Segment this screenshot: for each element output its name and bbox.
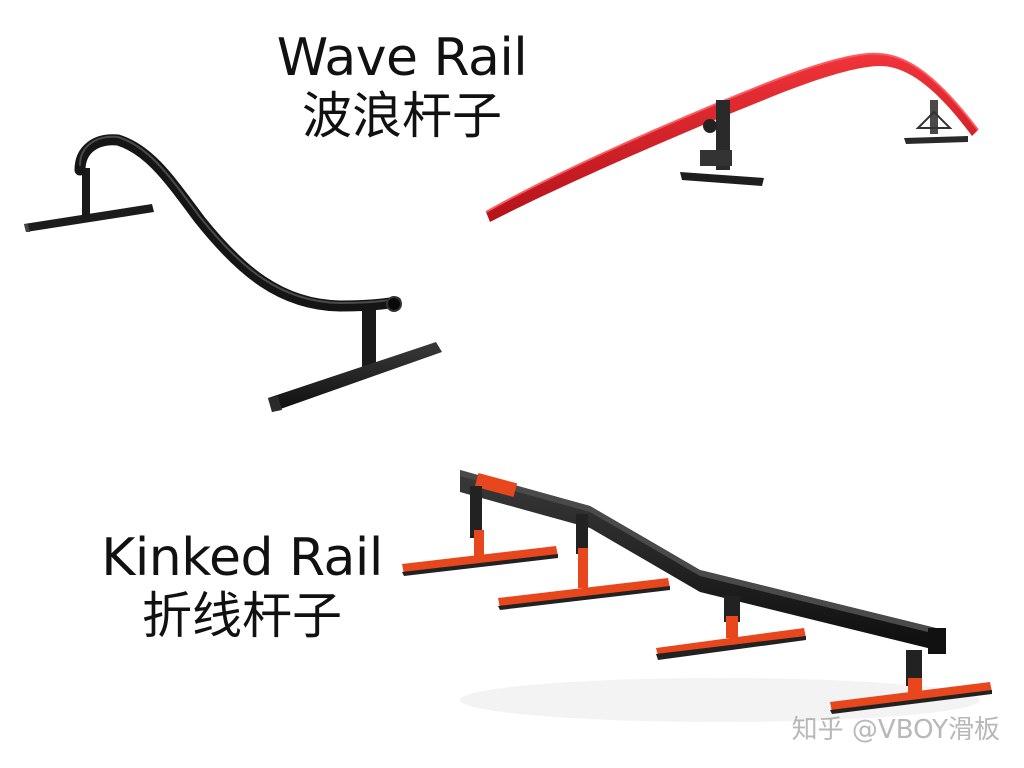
wave-rail-label: Wave Rail 波浪杆子 [262, 28, 542, 146]
kinked-rail-label: Kinked Rail 折线杆子 [82, 528, 402, 646]
wave-rail-title: Wave Rail [276, 28, 528, 88]
red-wave-rail [485, 52, 979, 222]
watermark: 知乎 @VBOY滑板 [791, 715, 1000, 745]
wave-rail-title-zh: 波浪杆子 [302, 87, 502, 146]
kinked-rail-title: Kinked Rail [101, 528, 383, 588]
black-wave-rail [24, 134, 442, 412]
kinked-rail [402, 470, 992, 722]
kinked-rail-title-zh: 折线杆子 [142, 587, 342, 646]
